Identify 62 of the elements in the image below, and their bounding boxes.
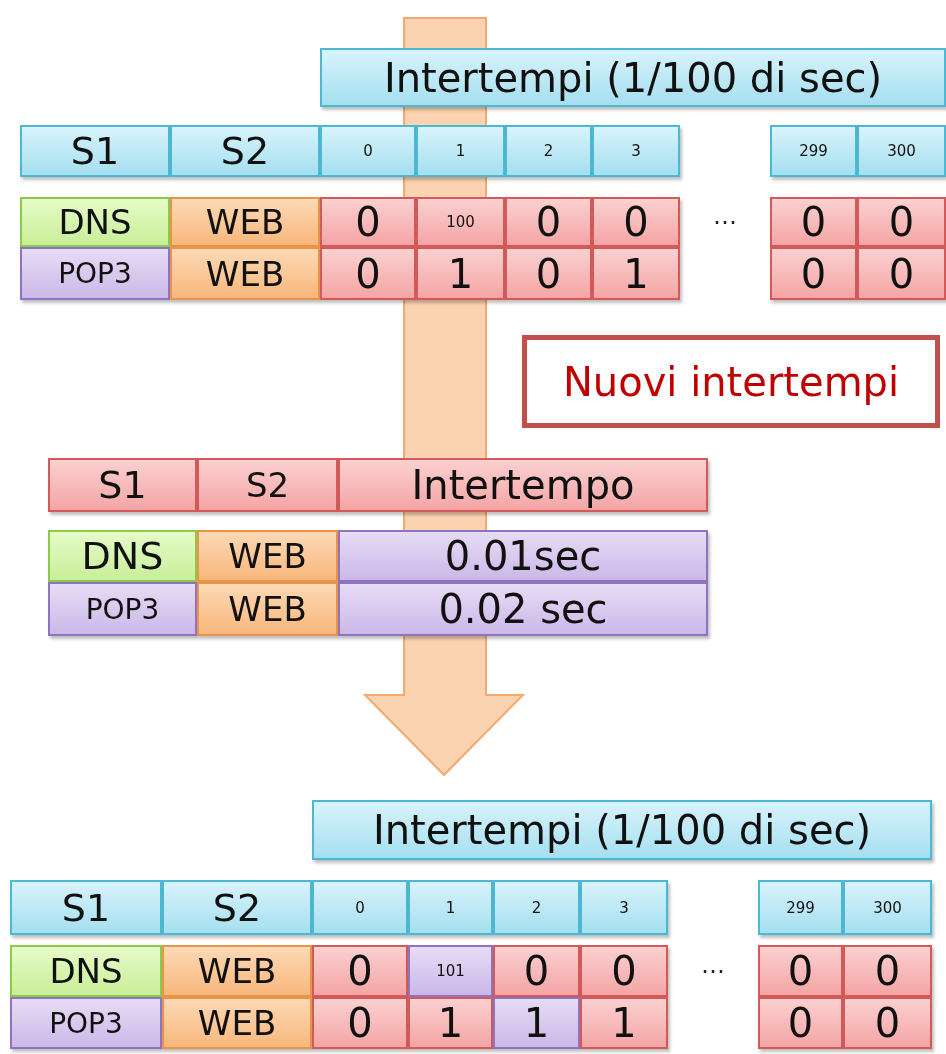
table-cell: 1: [580, 997, 668, 1049]
table-cell: 0: [505, 247, 592, 300]
table-cell: POP3: [10, 997, 162, 1049]
table-cell: WEB: [170, 247, 320, 300]
table-cell: 300: [843, 880, 932, 935]
table-cell: 0: [857, 197, 946, 247]
table-cell: 0: [320, 197, 416, 247]
ellipsis: ⋯: [700, 956, 726, 987]
table-cell: 0.02 sec: [338, 582, 708, 636]
table-cell: POP3: [20, 247, 170, 300]
table-cell: 1: [408, 880, 493, 935]
table-cell: 0: [312, 945, 408, 997]
table-cell: 300: [857, 125, 946, 177]
table-cell: WEB: [197, 530, 338, 582]
table-cell: 0: [770, 197, 857, 247]
table-cell: 0: [592, 197, 680, 247]
table-cell: S2: [170, 125, 320, 177]
table-cell: WEB: [162, 997, 312, 1049]
table-cell: WEB: [162, 945, 312, 997]
table-cell: 0: [857, 247, 946, 300]
table-cell: 299: [758, 880, 843, 935]
table-cell: 0: [770, 247, 857, 300]
table-cell: Intertempo: [338, 458, 708, 512]
table-cell: 0: [320, 125, 416, 177]
table-cell: 0: [505, 197, 592, 247]
table-cell: S1: [10, 880, 162, 935]
table-cell: DNS: [10, 945, 162, 997]
table-cell: Intertempi (1/100 di sec): [320, 48, 946, 107]
table-cell: 1: [408, 997, 493, 1049]
table-cell: 0: [758, 997, 843, 1049]
table-cell: 0: [312, 997, 408, 1049]
table-cell: 2: [493, 880, 580, 935]
table-cell: 3: [580, 880, 668, 935]
table-cell: 0.01sec: [338, 530, 708, 582]
table-cell: 1: [592, 247, 680, 300]
table-cell: 1: [416, 247, 505, 300]
table-cell: 1: [416, 125, 505, 177]
table-cell: 1: [493, 997, 580, 1049]
table-cell: DNS: [20, 197, 170, 247]
ellipsis: ⋯: [712, 207, 738, 238]
table-cell: WEB: [170, 197, 320, 247]
callout-box: Nuovi intertempi: [522, 335, 940, 428]
table-cell: 0: [758, 945, 843, 997]
table-cell: S2: [162, 880, 312, 935]
table-cell: 0: [312, 880, 408, 935]
table-cell: 299: [770, 125, 857, 177]
table-cell: 101: [408, 945, 493, 997]
table-cell: 0: [580, 945, 668, 997]
table-cell: POP3: [48, 582, 197, 636]
table-cell: 0: [843, 945, 932, 997]
table-cell: S1: [48, 458, 197, 512]
table-cell: 2: [505, 125, 592, 177]
table-cell: S1: [20, 125, 170, 177]
table-cell: Intertempi (1/100 di sec): [312, 800, 932, 860]
table-cell: DNS: [48, 530, 197, 582]
table-cell: 0: [493, 945, 580, 997]
table-cell: 100: [416, 197, 505, 247]
table-cell: 0: [320, 247, 416, 300]
table-cell: WEB: [197, 582, 338, 636]
table-cell: 0: [843, 997, 932, 1049]
table-cell: S2: [197, 458, 338, 512]
table-cell: 3: [592, 125, 680, 177]
